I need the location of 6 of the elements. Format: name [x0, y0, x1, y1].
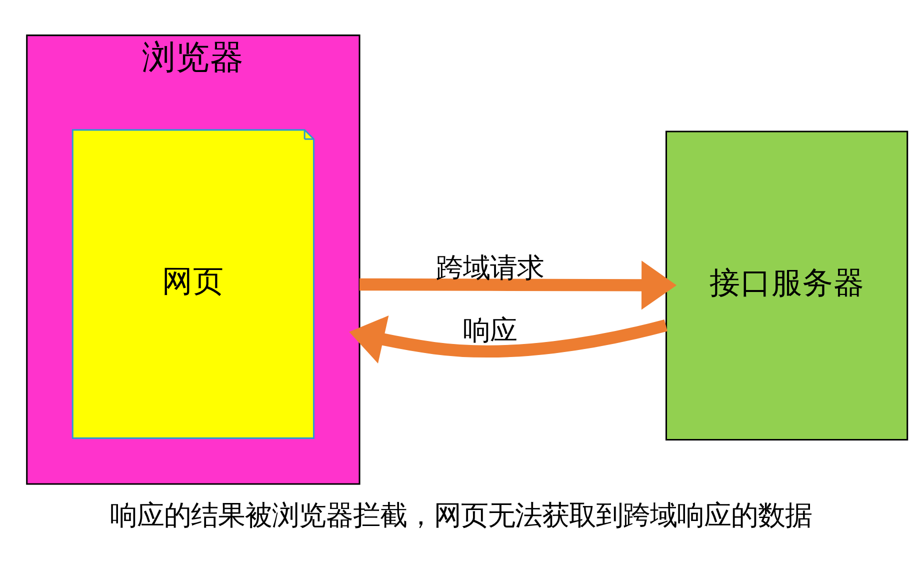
- arrow: [360, 260, 677, 310]
- edge-label: 响应: [462, 315, 517, 346]
- node-box: 接口服务器: [665, 130, 908, 440]
- arrow: [349, 315, 668, 363]
- edge-label: 跨域请求: [436, 252, 544, 284]
- caption: 响应的结果被浏览器拦截，网页无法获取到跨域响应的数据: [110, 500, 812, 531]
